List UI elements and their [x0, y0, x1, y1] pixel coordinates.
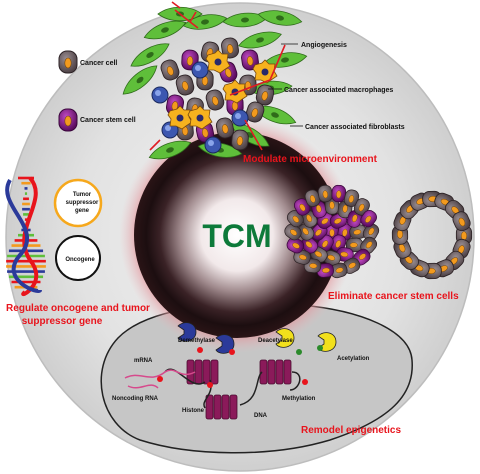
tumor-suppressor-label-1: Tumor — [73, 192, 92, 198]
modification-dot — [302, 379, 308, 385]
acetylation-label: Acetylation — [337, 356, 370, 362]
modification-dot — [157, 376, 163, 382]
microenvironment-title: Modulate microenvironment — [243, 154, 378, 165]
histone-label: Histone — [182, 408, 205, 414]
modification-dot — [317, 345, 323, 351]
dna-label: DNA — [254, 413, 268, 419]
demethylase-label: Demethylase — [178, 338, 216, 344]
legend-cancer-cell-label: Cancer cell — [80, 60, 117, 67]
legend-stem-cell-icon — [59, 109, 77, 131]
cancer-cell-icon — [59, 51, 77, 73]
legend-stem-cell-label: Cancer stem cell — [80, 117, 136, 124]
immune-cell-icon — [192, 62, 208, 78]
tumor-suppressor-label-2: suppressor — [66, 200, 99, 206]
deacetylase-label: Deacetylase — [258, 338, 293, 344]
noncoding-rna-label: Noncoding RNA — [112, 396, 159, 402]
genes-title-line-1: Regulate oncogene and tumor — [6, 303, 150, 314]
modification-dot — [296, 349, 302, 355]
genes-title-line-2: suppressor gene — [22, 316, 103, 327]
modification-dot — [207, 382, 213, 388]
tumor-suppressor-label-3: gene — [75, 208, 90, 214]
immune-cell-icon — [232, 110, 248, 126]
angiogenesis-label: Angiogenesis — [301, 42, 347, 49]
cancer-cell-icon — [231, 129, 249, 150]
modification-dot — [197, 347, 203, 353]
mrna-label: mRNA — [134, 358, 153, 364]
tcm-label: TCM — [202, 218, 271, 254]
immune-cell-icon — [205, 137, 221, 153]
stem-cell-icon — [332, 185, 346, 202]
stem-cell-icon — [59, 109, 77, 131]
fibroblasts-label: Cancer associated fibroblasts — [305, 124, 405, 131]
macrophages-label: Cancer associated macrophages — [284, 87, 393, 94]
epigenetics-title: Remodel epigenetics — [301, 425, 401, 436]
methylation-label: Methylation — [282, 396, 316, 402]
oncogene-label: Oncogene — [65, 257, 95, 263]
legend-cancer-cell-icon — [59, 51, 77, 73]
stem-title: Eliminate cancer stem cells — [328, 291, 459, 302]
modification-dot — [229, 349, 235, 355]
immune-cell-icon — [152, 87, 168, 103]
